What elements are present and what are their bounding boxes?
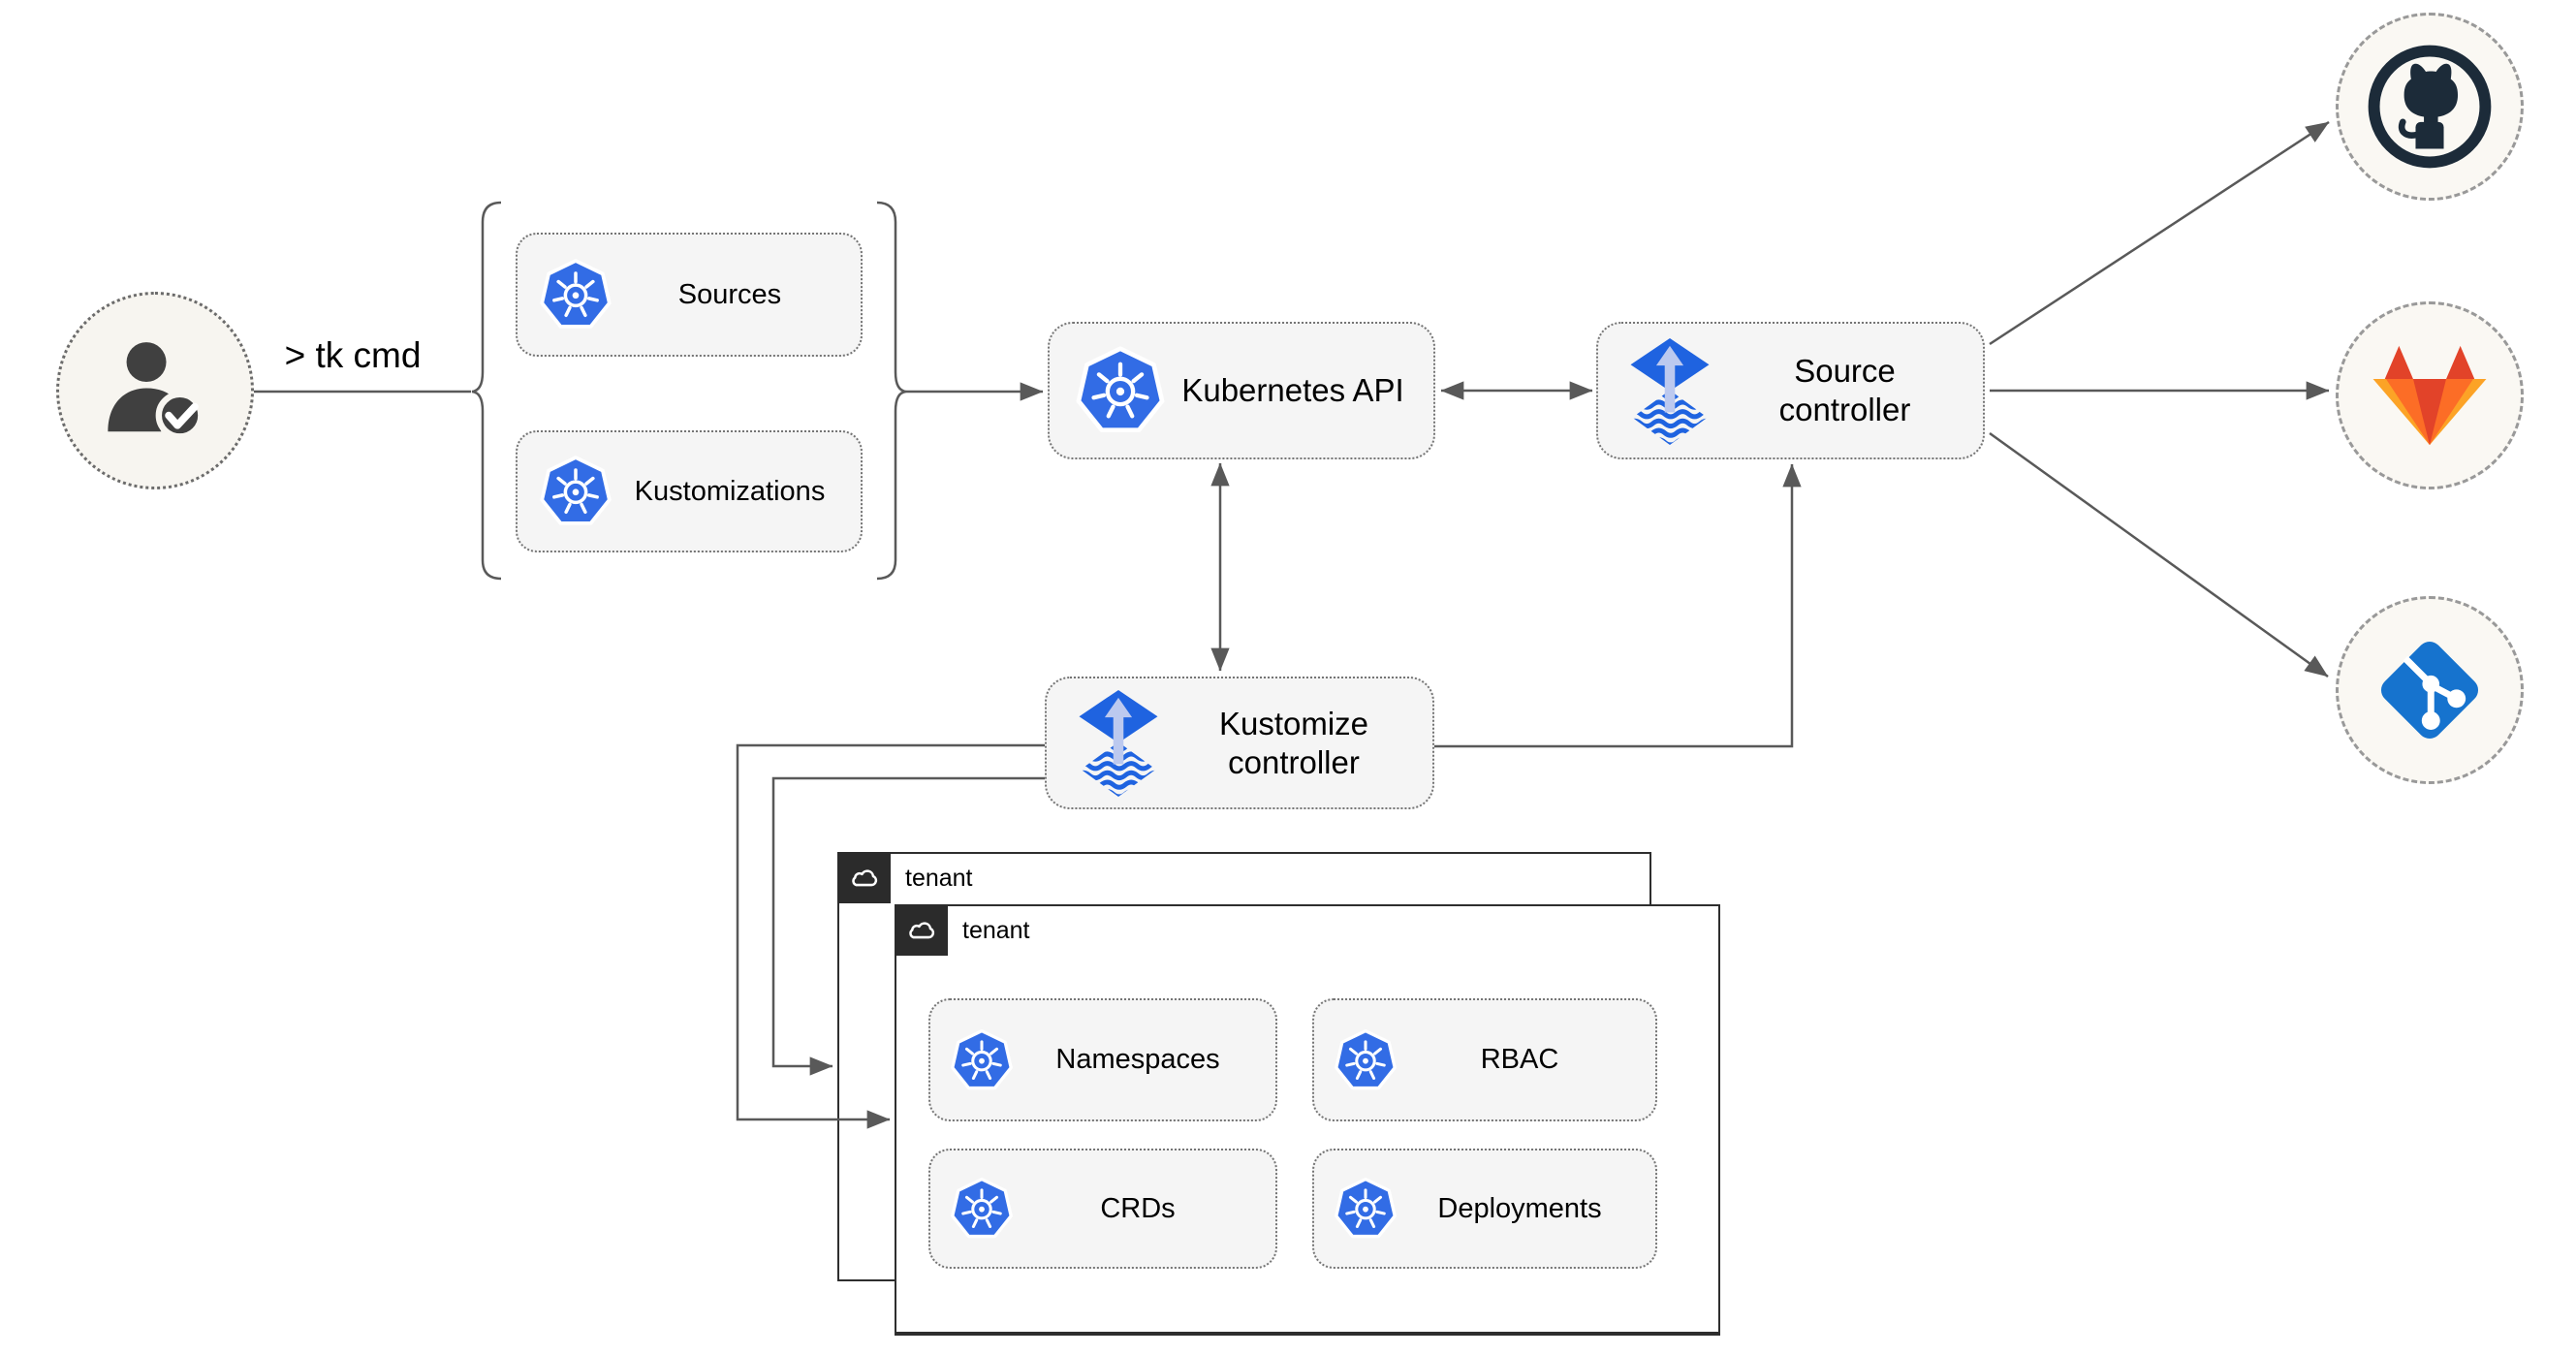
tenant-box-front: tenant Namespaces RBAC CRDs Deployments — [895, 904, 1720, 1336]
source-controller-node: Source controller — [1596, 322, 1985, 459]
rbac-label: RBAC — [1480, 1044, 1559, 1076]
cloud-icon — [904, 919, 939, 941]
namespaces-node: Namespaces — [928, 998, 1277, 1121]
group-brace-right — [876, 201, 907, 581]
kubernetes-wheel-icon — [950, 1177, 1014, 1241]
kubernetes-wheel-icon — [539, 258, 613, 331]
git-node — [2336, 596, 2524, 784]
cli-command-label: > tk cmd — [284, 335, 422, 375]
kubernetes-api-label: Kubernetes API — [1181, 372, 1404, 409]
crds-label: CRDs — [1100, 1192, 1176, 1224]
gitlab-tanuki-icon — [2371, 341, 2489, 450]
rbac-node: RBAC — [1312, 998, 1657, 1121]
tenant-front-label: tenant — [962, 917, 1030, 944]
arrow-source-to-github — [1989, 120, 2330, 346]
github-octocat-icon — [2366, 43, 2494, 171]
source-controller-label: Source controller — [1778, 353, 1911, 427]
tenant-corner — [837, 852, 891, 903]
flux-controller-icon — [1627, 337, 1712, 445]
flux-controller-icon — [1076, 689, 1161, 797]
user-check-icon — [93, 329, 217, 453]
kubernetes-wheel-icon — [1334, 1028, 1398, 1092]
cloud-icon — [847, 867, 882, 889]
arrow-kustomize-to-source-controller — [1434, 463, 1802, 748]
sources-node: Sources — [516, 233, 863, 357]
crds-node: CRDs — [928, 1149, 1277, 1269]
tenant-back-label: tenant — [905, 865, 973, 892]
kubernetes-wheel-icon — [539, 455, 613, 528]
sources-label: Sources — [677, 278, 782, 310]
kubernetes-api-node: Kubernetes API — [1048, 322, 1435, 459]
kubernetes-wheel-icon — [1075, 345, 1166, 436]
deployments-label: Deployments — [1437, 1192, 1602, 1224]
user-node — [56, 292, 254, 489]
kustomizations-node: Kustomizations — [516, 430, 863, 552]
kustomize-controller-label: Kustomize controller — [1218, 705, 1369, 780]
tenant-corner — [895, 904, 948, 956]
kustomize-controller-node: Kustomize controller — [1045, 677, 1434, 809]
group-brace-left — [471, 201, 502, 581]
gitlab-node — [2336, 301, 2524, 489]
kubernetes-wheel-icon — [950, 1028, 1014, 1092]
deployments-node: Deployments — [1312, 1149, 1657, 1269]
git-branch-icon — [2369, 629, 2491, 751]
namespaces-label: Namespaces — [1055, 1044, 1220, 1076]
kubernetes-wheel-icon — [1334, 1177, 1398, 1241]
kustomizations-label: Kustomizations — [634, 475, 826, 507]
github-node — [2336, 13, 2524, 201]
arrow-source-to-git — [1989, 431, 2329, 678]
